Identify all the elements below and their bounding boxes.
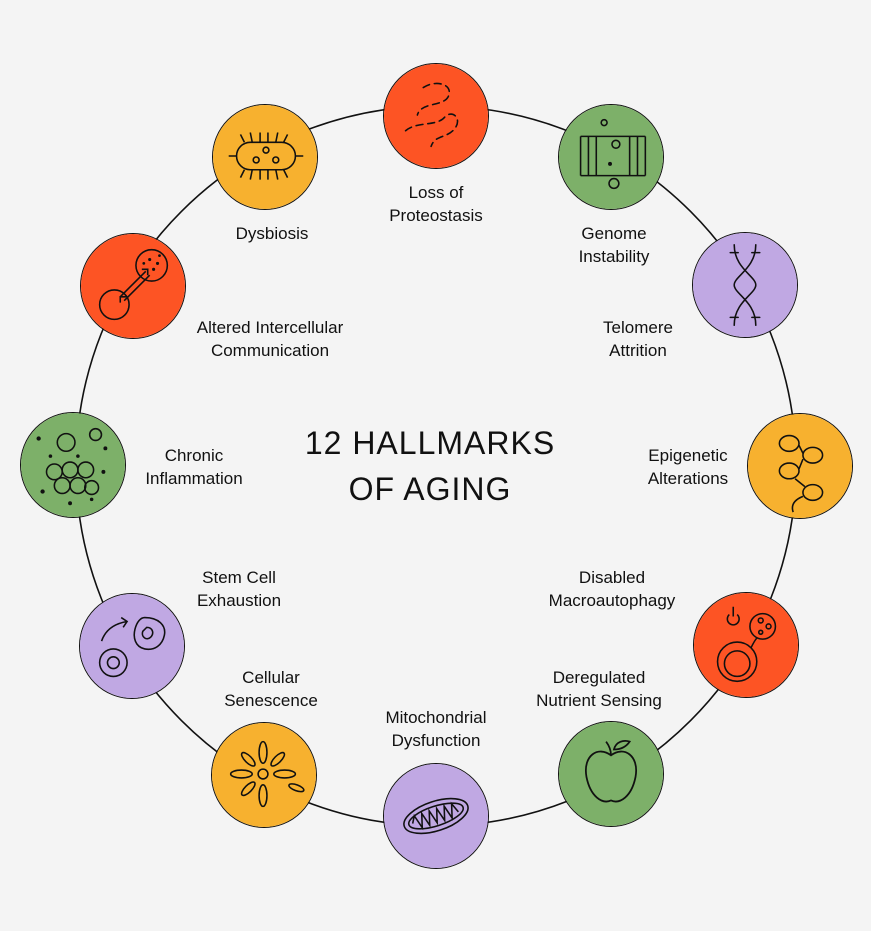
chromosome-icon [693, 233, 797, 337]
hallmark-node-nutrient [558, 721, 664, 827]
cell-signaling-icon [81, 234, 185, 338]
hallmark-label-mitochondrial: Mitochondrial Dysfunction [385, 708, 487, 750]
hallmark-label-senescence: Cellular Senescence [224, 668, 318, 710]
misfolded-protein-icon [384, 64, 488, 168]
apple-icon [559, 722, 663, 826]
hallmark-node-genome [558, 104, 664, 210]
stem-cell-icon [80, 594, 184, 698]
hallmark-label-communication: Altered Intercellular Communication [196, 318, 344, 360]
hallmark-node-dysbiosis [212, 104, 318, 210]
hallmark-node-proteostasis [383, 63, 489, 169]
hallmark-label-inflammation: Chronic Inflammation [145, 446, 243, 488]
hallmark-label-macroautophagy: Disabled Macroautophagy [548, 568, 676, 610]
cell-cluster-icon [21, 413, 125, 517]
hallmark-label-dysbiosis: Dysbiosis [235, 224, 309, 243]
senescent-cell-icon [212, 723, 316, 827]
hallmark-node-senescence [211, 722, 317, 828]
hallmark-node-stem-cell [79, 593, 185, 699]
nucleosome-chain-icon [748, 414, 852, 518]
hallmark-label-genome: Genome Instability [578, 224, 650, 266]
hallmark-node-inflammation [20, 412, 126, 518]
dna-ladder-icon [559, 105, 663, 209]
mitochondrion-icon [384, 764, 488, 868]
autophagosome-icon [694, 593, 798, 697]
hallmark-label-nutrient: Deregulated Nutrient Sensing [536, 668, 662, 710]
hallmark-node-mitochondrial [383, 763, 489, 869]
hallmark-label-proteostasis: Loss of Proteostasis [389, 183, 483, 225]
diagram-title: 12 HALLMARKS OF AGING [304, 425, 556, 507]
hallmark-label-stem-cell: Stem Cell Exhaustion [196, 568, 282, 610]
hallmark-label-epigenetic: Epigenetic Alterations [647, 446, 729, 488]
bacterium-icon [213, 105, 317, 209]
hallmark-node-macroautophagy [693, 592, 799, 698]
hallmark-node-communication [80, 233, 186, 339]
hallmark-node-telomere [692, 232, 798, 338]
hallmark-node-epigenetic [747, 413, 853, 519]
hallmark-label-telomere: Telomere Attrition [603, 318, 673, 360]
